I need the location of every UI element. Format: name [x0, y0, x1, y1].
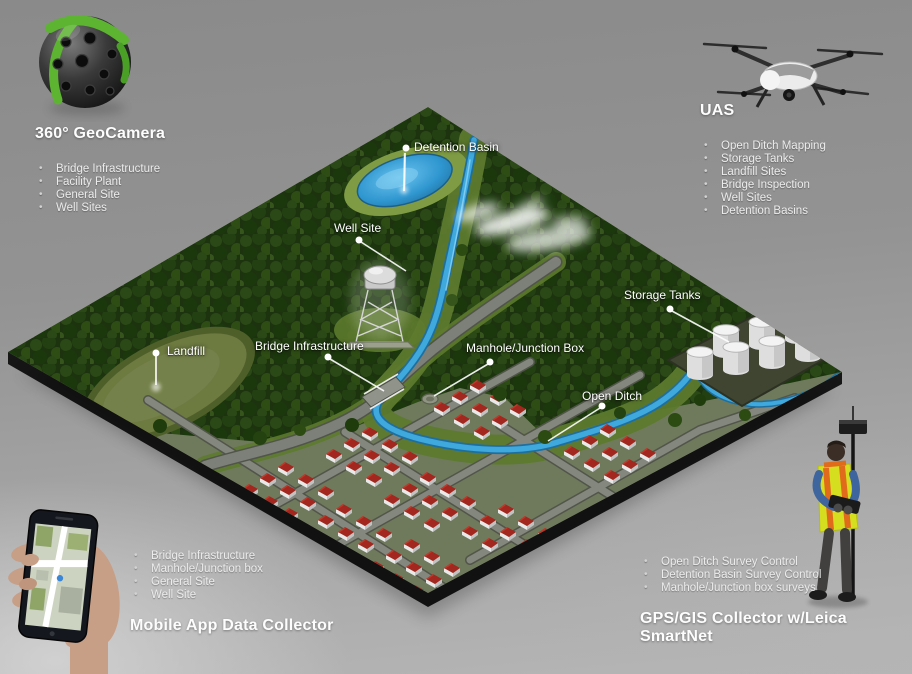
callout-dot-manhole-junction-box — [486, 358, 494, 366]
callout-text: Storage Tanks — [624, 288, 701, 302]
callout-dot-landfill — [152, 349, 160, 357]
callout-leader-landfill — [151, 349, 161, 392]
callout-leader-open-ditch — [547, 402, 606, 442]
list-item: Landfill Sites — [700, 166, 826, 179]
callout-label-well-site: Well Site — [334, 221, 381, 235]
list-item: Detention Basins — [700, 205, 826, 218]
callout-dot-open-ditch — [598, 402, 606, 410]
list-item: Detention Basin Survey Control — [640, 569, 912, 582]
list-item: Bridge Infrastructure — [130, 550, 334, 563]
geocamera-title: 360° GeoCamera — [35, 125, 166, 142]
callout-label-landfill: Landfill — [167, 344, 205, 358]
list-item: Well Sites — [35, 202, 165, 215]
gps-list: Open Ditch Survey Control Detention Basi… — [640, 556, 912, 595]
list-item: Facility Plant — [35, 176, 165, 189]
uas-list: Open Ditch Mapping Storage Tanks Landfil… — [700, 140, 826, 217]
callout-leaders — [151, 144, 730, 442]
list-item: Open Ditch Mapping — [700, 140, 826, 153]
list-item: Open Ditch Survey Control — [640, 556, 912, 569]
list-item: Manhole/Junction box surveys — [640, 582, 912, 595]
gps-title: GPS/GIS Collector w/Leica SmartNet — [640, 609, 847, 645]
callout-label-open-ditch: Open Ditch — [582, 389, 642, 403]
mobile-title: Mobile App Data Collector — [130, 616, 334, 634]
callout-dot-well-site — [355, 236, 363, 244]
mobile-list: Bridge Infrastructure Manhole/Junction b… — [130, 550, 334, 602]
callout-leader-storage-tanks — [666, 305, 730, 343]
list-item: Well Site — [130, 589, 334, 602]
manhole — [421, 393, 439, 405]
callout-dot-bridge-infrastructure — [324, 353, 332, 361]
site-map — [8, 107, 842, 618]
callout-dot-detention-basin — [402, 144, 410, 152]
callout-text: Well Site — [334, 221, 382, 235]
list-item: Storage Tanks — [700, 153, 826, 166]
clouds — [456, 196, 592, 252]
water-tower — [342, 260, 416, 349]
list-item: Well Sites — [700, 192, 826, 205]
section-geocamera: 360° GeoCamera Bridge Infrastructure Fac… — [35, 125, 165, 215]
callout-text: Detention Basin — [414, 140, 499, 154]
list-item: General Site — [130, 576, 334, 589]
phone-in-hand-icon — [8, 509, 120, 674]
callout-label-detention-basin: Detention Basin — [414, 140, 499, 154]
section-uas: UAS Open Ditch Mapping Storage Tanks Lan… — [700, 102, 826, 217]
bridge — [361, 373, 406, 410]
phone — [18, 509, 99, 643]
section-mobile: Bridge Infrastructure Manhole/Junction b… — [130, 550, 334, 635]
drone-icon — [702, 42, 884, 108]
landfill-area — [81, 326, 255, 444]
list-item: General Site — [35, 189, 165, 202]
camera-360-icon — [39, 15, 131, 115]
callout-label-bridge-infrastructure: Bridge Infrastructure — [255, 339, 364, 353]
callout-leader-detention-basin — [400, 144, 410, 194]
callout-dot-storage-tanks — [666, 305, 674, 313]
callout-text: Bridge Infrastructure — [255, 339, 364, 353]
list-item: Manhole/Junction box — [130, 563, 334, 576]
callout-text: Open Ditch — [582, 389, 643, 403]
list-item: Bridge Infrastructure — [35, 163, 165, 176]
geocamera-list: Bridge Infrastructure Facility Plant Gen… — [35, 163, 165, 215]
callout-label-storage-tanks: Storage Tanks — [624, 288, 701, 302]
callout-label-manhole-junction-box: Manhole/Junction Box — [466, 341, 584, 355]
callout-text: Landfill — [167, 344, 206, 358]
callout-leader-well-site — [355, 236, 407, 272]
callout-leader-bridge-infrastructure — [324, 353, 385, 392]
list-item: Bridge Inspection — [700, 179, 826, 192]
callout-leader-manhole-junction-box — [433, 358, 494, 397]
section-gps: Open Ditch Survey Control Detention Basi… — [640, 556, 912, 646]
phone-map-screen — [29, 525, 89, 628]
callout-text: Manhole/Junction Box — [466, 341, 585, 355]
uas-title: UAS — [700, 102, 735, 119]
